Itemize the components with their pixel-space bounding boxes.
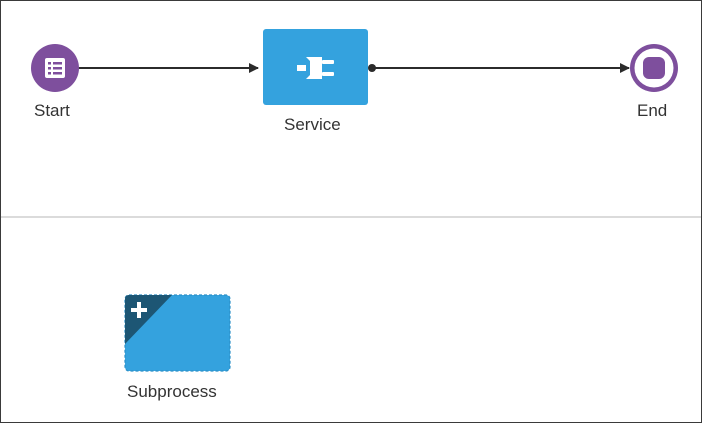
service-task[interactable] — [263, 29, 368, 105]
end-event[interactable] — [630, 44, 678, 92]
subprocess-label: Subprocess — [127, 382, 217, 401]
form-list-icon — [45, 58, 65, 78]
service-label: Service — [284, 115, 341, 134]
stop-square-icon — [643, 57, 665, 79]
subprocess-node[interactable] — [124, 294, 231, 372]
plug-icon — [297, 57, 334, 79]
start-label: Start — [34, 101, 70, 120]
plus-icon — [131, 302, 147, 318]
start-event[interactable] — [31, 44, 79, 92]
end-label: End — [637, 101, 668, 120]
